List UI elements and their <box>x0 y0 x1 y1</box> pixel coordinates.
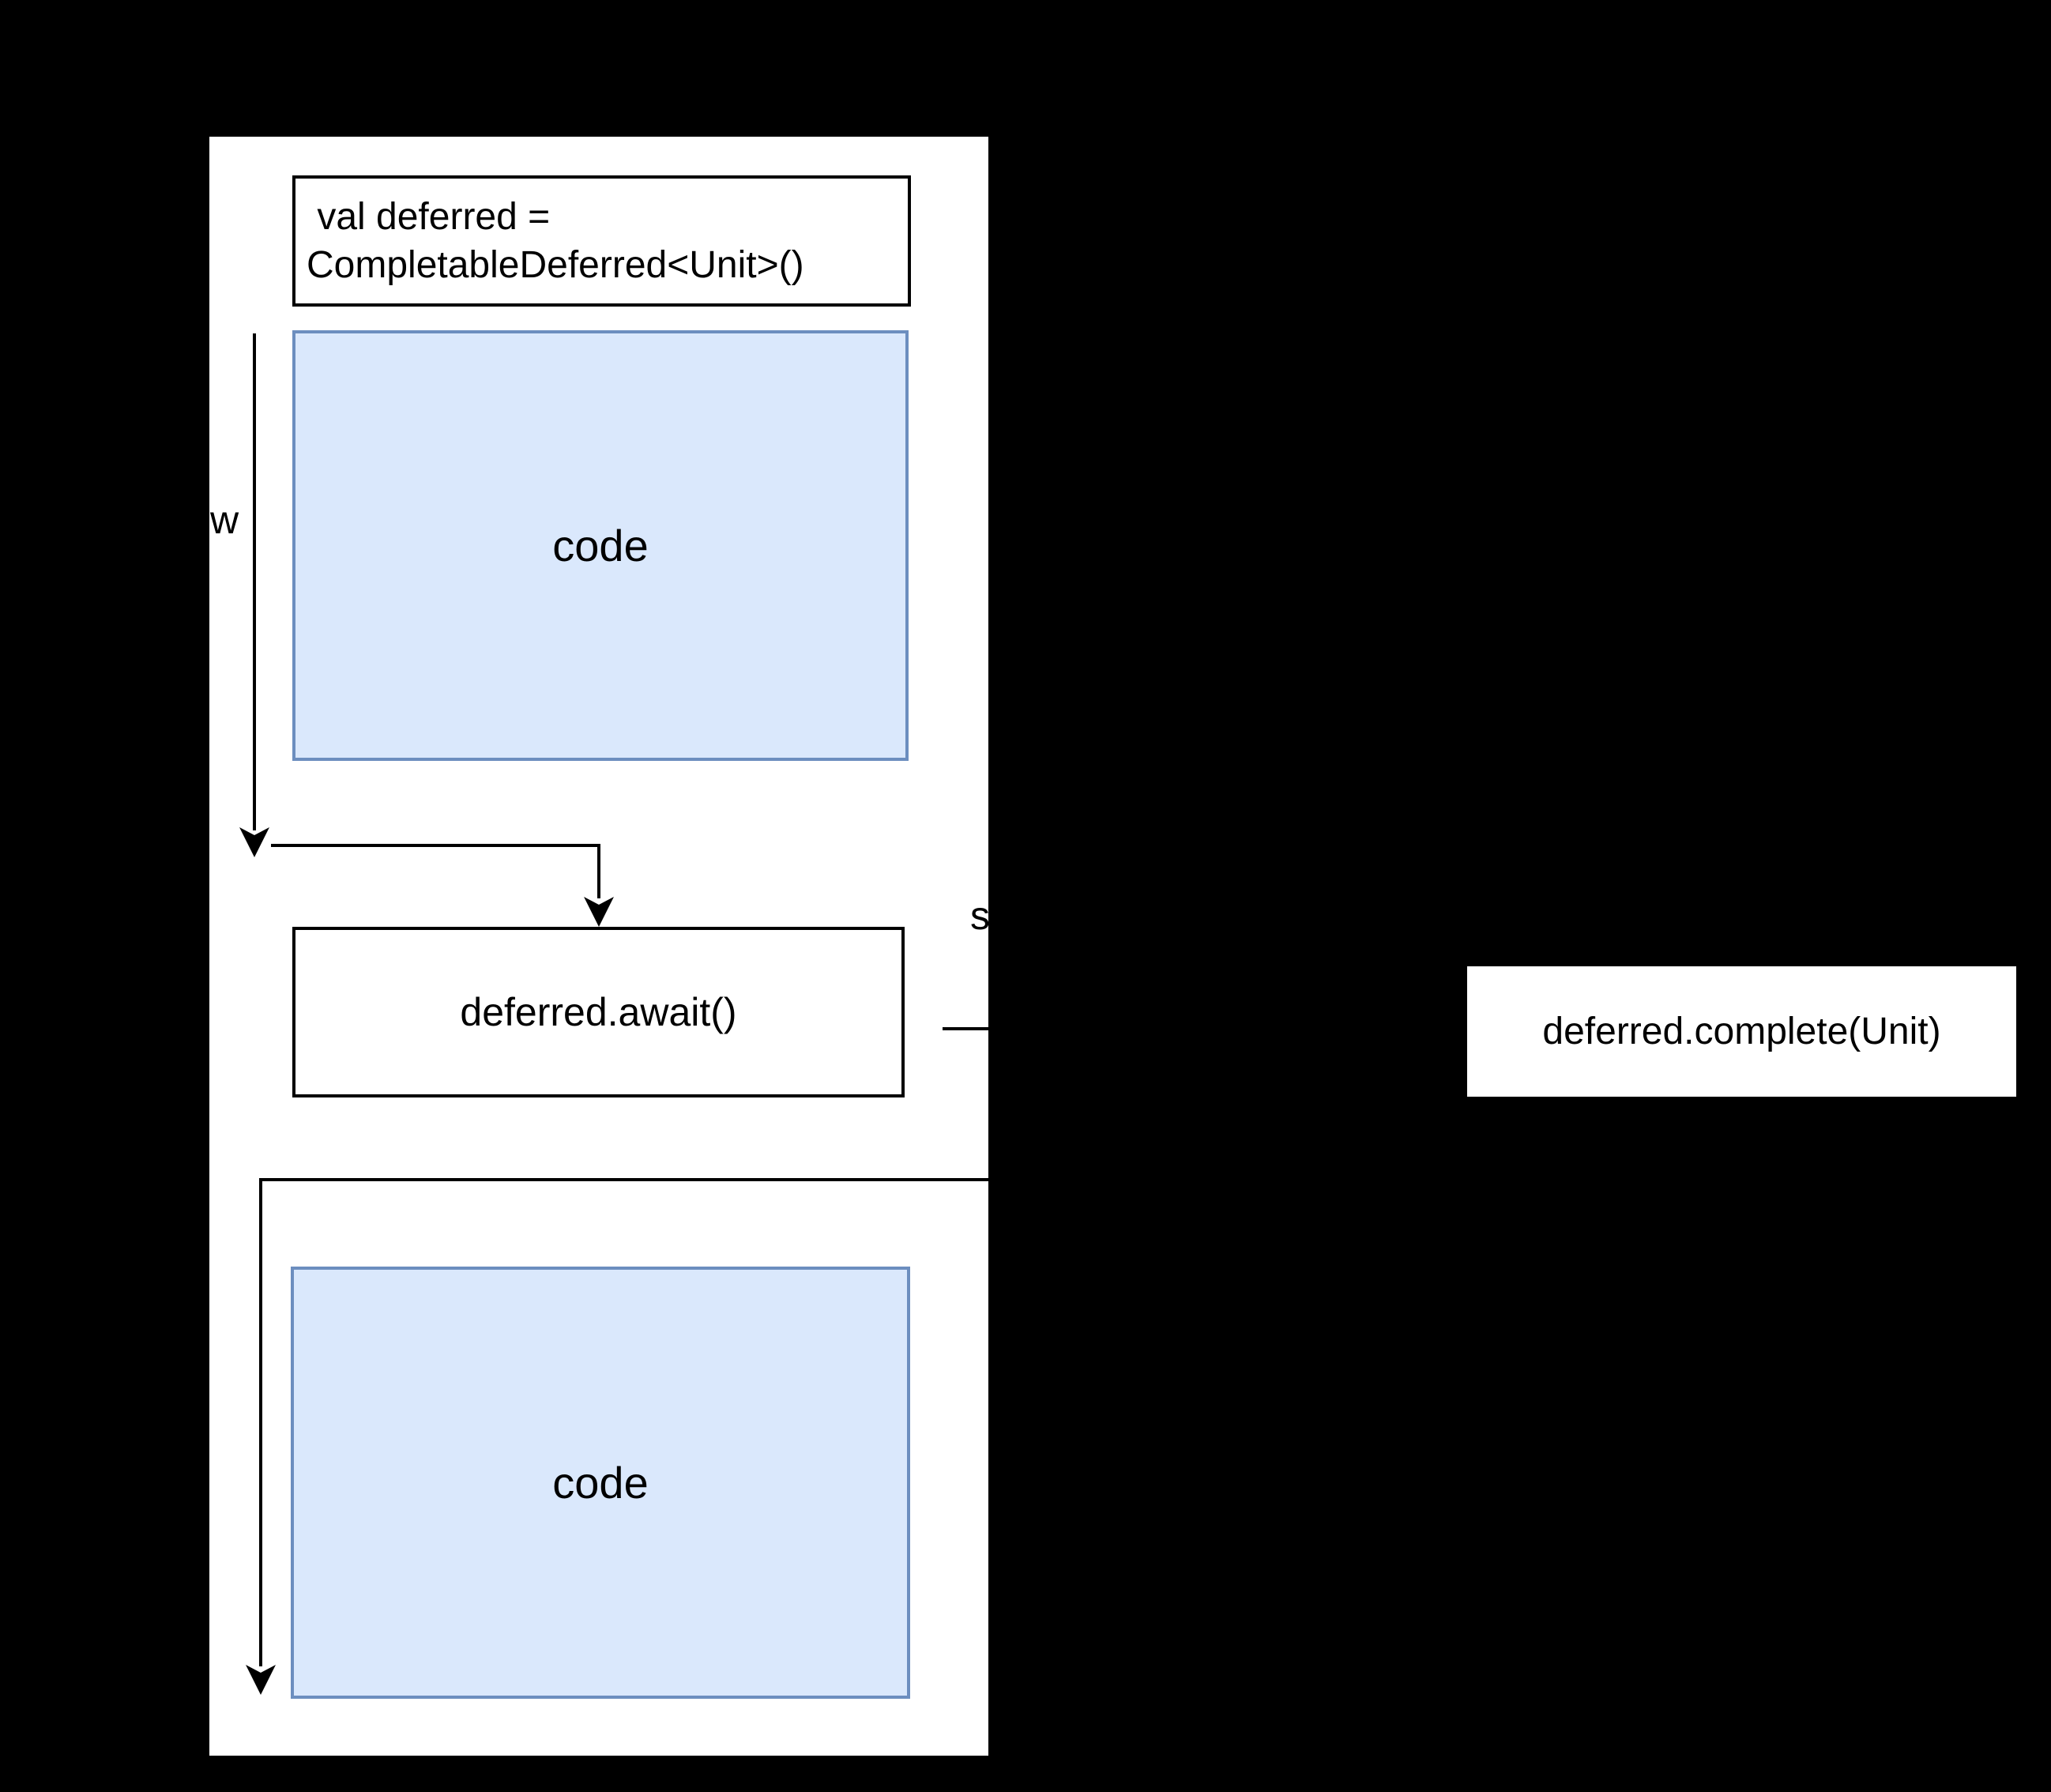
code-block-top-label: code <box>552 521 649 570</box>
await-box: deferred.await() <box>292 927 905 1097</box>
await-connector-arrow-head-icon <box>584 897 614 927</box>
connector-lines <box>239 333 988 1695</box>
code-block-top: code <box>292 330 909 761</box>
coroutine-lane-panel: val deferred = CompletableDeferred<Unit>… <box>209 137 988 1756</box>
suspend-partial-label: s <box>970 894 988 938</box>
worker-arrow-head-icon <box>239 827 269 857</box>
declaration-box: val deferred = CompletableDeferred<Unit>… <box>292 175 911 307</box>
await-box-label: deferred.await() <box>460 990 737 1034</box>
complete-box-label: deferred.complete(Unit) <box>1542 1011 1941 1052</box>
await-connector-line <box>271 844 600 898</box>
declaration-line-2: CompletableDeferred<Unit>() <box>307 244 804 286</box>
worker-arrow-partial-label: w <box>210 498 239 542</box>
resume-connector-arrow-head-icon <box>246 1665 276 1695</box>
code-block-bottom-label: code <box>552 1458 649 1508</box>
code-block-bottom: code <box>291 1267 910 1699</box>
resume-connector-line <box>259 1178 988 1666</box>
declaration-line-1: val deferred = <box>307 196 551 238</box>
complete-box: deferred.complete(Unit) <box>1467 966 2016 1097</box>
